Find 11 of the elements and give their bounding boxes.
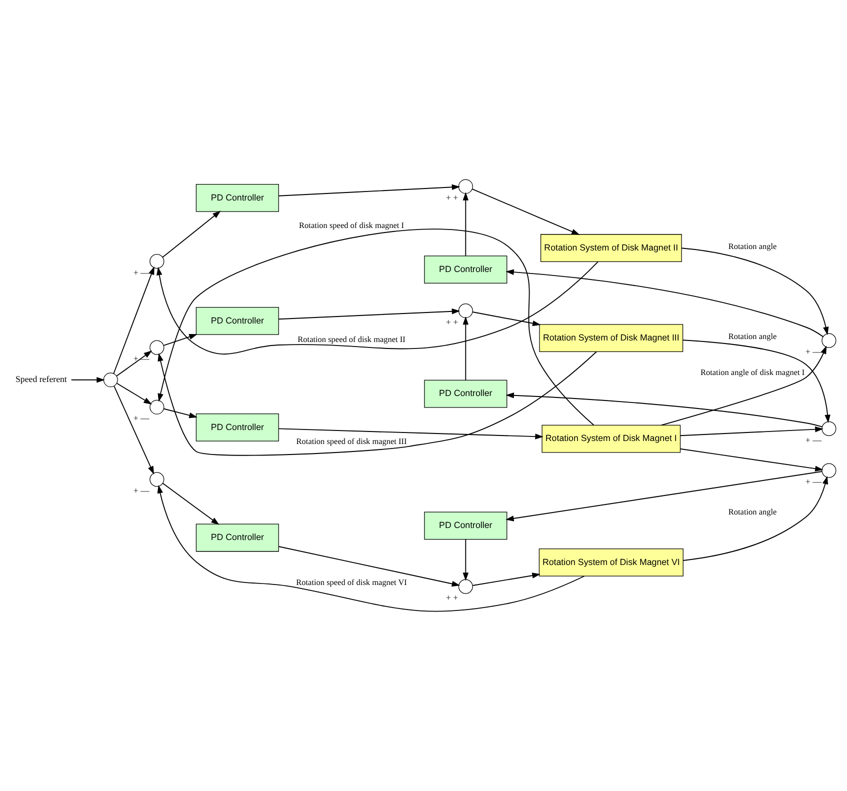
node-label: + — (805, 434, 822, 445)
node-label: + — (133, 413, 150, 424)
node-label: + — (133, 485, 150, 496)
node-text: Speed referent (16, 374, 67, 384)
node-label: + + (446, 192, 458, 203)
node-label: + — (805, 476, 822, 487)
node-label: + — (133, 267, 150, 278)
node-label: + — (805, 346, 822, 357)
node-label: + + (446, 316, 458, 327)
node-label: + + (446, 592, 458, 603)
node-label: + — (133, 354, 150, 364)
